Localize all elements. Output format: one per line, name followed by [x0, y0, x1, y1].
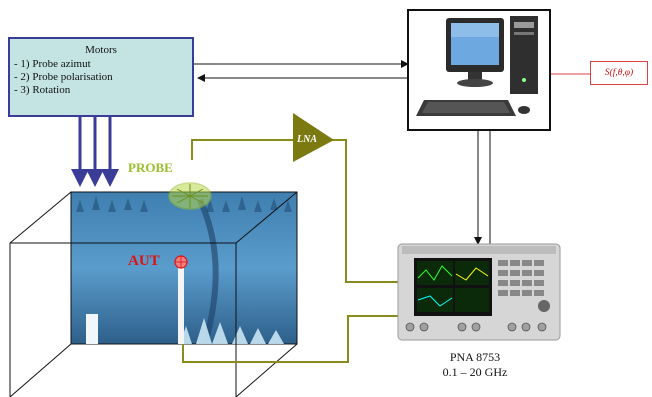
motors-title: Motors	[85, 44, 117, 56]
rf-cables	[182, 139, 418, 363]
motors-list: - 1) Probe azimut - 2) Probe polarisatio…	[14, 58, 192, 97]
probe-label: PROBE	[128, 160, 173, 175]
motors-item: - 1) Probe azimut	[14, 58, 91, 70]
lna-label: LNA	[297, 134, 317, 145]
pna-range-label: 0.1 – 20 GHz	[442, 365, 508, 379]
anechoic-chamber-photo	[70, 191, 298, 345]
pna-caption: PNA 8753 0.1 – 20 GHz	[430, 350, 520, 380]
motor-arrows	[71, 117, 119, 187]
signal-label: S(f,θ,φ)	[604, 68, 634, 78]
pna-model-label: PNA 8753	[449, 350, 501, 364]
computer-icon	[407, 9, 551, 131]
aut-label: AUT	[128, 253, 160, 269]
probe-antenna-icon	[168, 182, 212, 210]
signal-output-box: S(f,θ,φ)	[590, 61, 648, 85]
amplifier-icon	[293, 113, 334, 162]
motors-box: Motors - 1) Probe azimut - 2) Probe pola…	[8, 37, 194, 117]
motors-item: - 3) Rotation	[14, 84, 71, 96]
network-analyzer-icon	[397, 243, 561, 341]
chamber-wireframe	[9, 191, 298, 397]
motors-item: - 2) Probe polarisation	[14, 71, 113, 83]
aut-antenna-icon	[174, 255, 188, 269]
